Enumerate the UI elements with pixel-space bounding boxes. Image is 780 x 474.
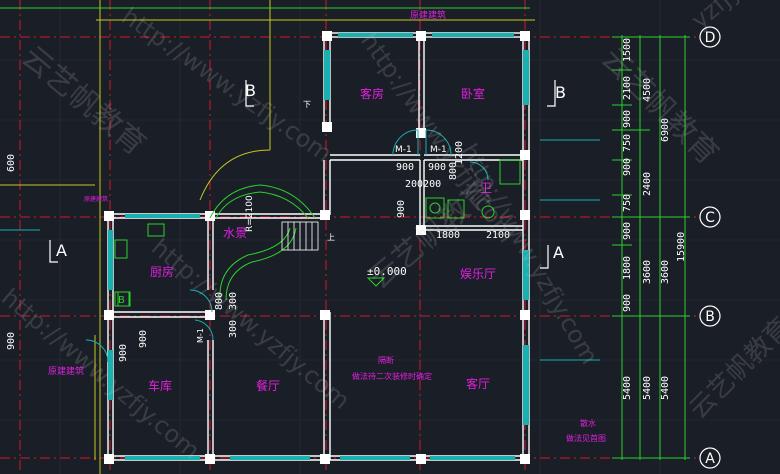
grid-label-group: D C B A: [705, 30, 716, 467]
r-900c: 900: [622, 222, 633, 240]
dim-2100: 2100: [486, 230, 510, 241]
r-900b: 900: [622, 158, 633, 176]
columns: [104, 31, 530, 464]
grid-label-c: C: [705, 210, 715, 226]
section-mark-a-left: A: [56, 241, 67, 260]
watermark-edu-4: 云艺帆教育: [684, 312, 780, 425]
windows: [108, 33, 529, 460]
r-15900: 15900: [676, 232, 687, 262]
grid-label-d: D: [705, 30, 716, 46]
dim-200200: 200200: [405, 179, 441, 190]
section-mark-b-right: B: [555, 83, 566, 102]
watermark-url-1: http://www.yzfjy.com: [117, 2, 337, 168]
room-dining: 餐厅: [256, 378, 280, 393]
radius-text: R=2100: [245, 195, 255, 232]
section-mark-a-right: A: [553, 243, 564, 262]
grid-label-a: A: [705, 451, 715, 467]
dim-800a: 800: [448, 162, 459, 180]
dim-800b: 800: [214, 292, 225, 310]
door-m1a: M-1: [395, 145, 412, 155]
existing-building-lines: [0, 0, 535, 474]
axis-lines: [0, 0, 700, 474]
dim-300a: 300: [228, 292, 239, 310]
room-rec: 娱乐厅: [460, 267, 496, 281]
grid-label-b: B: [705, 309, 715, 325]
room-guest: 客房: [360, 86, 384, 101]
r-6900: 6900: [660, 118, 671, 142]
section-marks: [49, 80, 556, 269]
r-900d: 900: [622, 294, 633, 312]
doors: [85, 129, 489, 363]
r-750b: 750: [622, 194, 633, 212]
door-m1c: M-1: [196, 328, 205, 343]
staircase: [281, 221, 319, 251]
interior-dimensions: 900 900 200200 1200 800 900 1800 2100 80…: [6, 141, 510, 362]
existing-building-top: 原建建筑: [410, 9, 446, 21]
annotation-group: 原建建筑 原建建筑 原建建筑 ±0.000 R=2100 B M-1 M-1 M…: [48, 9, 606, 443]
stair-down-label: 下: [303, 100, 311, 109]
room-labels: 客房 卧室 卫 厨房 水景 娱乐厅 车库 餐厅 客厅: [148, 86, 496, 393]
r-1800: 1800: [622, 256, 633, 280]
partition-title: 隔断: [378, 355, 394, 365]
watermark-edu-1: 云艺帆教育: [15, 39, 152, 162]
dim-1800: 1800: [436, 230, 460, 241]
r-2400: 2400: [642, 172, 653, 196]
r-5400a: 5400: [622, 376, 633, 400]
cut-lines: [0, 139, 600, 361]
partition-note: 做法待二次装修时确定: [352, 371, 432, 381]
room-bedroom: 卧室: [461, 86, 485, 101]
r-900a: 900: [622, 110, 633, 128]
drain-title: 散水: [580, 418, 596, 428]
dim-1200: 1200: [454, 141, 465, 165]
room-garage: 车库: [148, 378, 172, 393]
grid-bubbles: [699, 26, 721, 469]
room-kitchen: 厨房: [150, 264, 174, 279]
dim-300b: 300: [228, 320, 239, 338]
box-b-label: B: [118, 295, 125, 306]
dim-900a: 900: [396, 162, 414, 173]
dim-900b: 900: [428, 162, 446, 173]
section-label-group: A A B B: [56, 81, 566, 262]
watermark-url-4: http://www.yzfjy.com: [0, 283, 205, 465]
water-feature: [209, 184, 316, 301]
existing-building-small: 原建建筑: [84, 195, 108, 203]
r-750: 750: [622, 134, 633, 152]
room-bath: 卫: [480, 181, 492, 195]
room-living: 客厅: [466, 376, 490, 391]
r-5400b: 5400: [642, 376, 653, 400]
drain-note: 做法见首图: [566, 433, 606, 443]
right-dimensions: 1500 2100 900 750 900 750 900 1800 900 5…: [622, 38, 687, 400]
existing-building-left: 原建建筑: [48, 365, 84, 377]
r-3600b: 3600: [660, 260, 671, 284]
dim-900c: 900: [396, 200, 407, 218]
r-2100: 2100: [622, 76, 633, 100]
dim-900g2: 900: [138, 330, 149, 348]
r-4500: 4500: [642, 78, 653, 102]
room-water: 水景: [223, 226, 247, 240]
dimension-lines: [0, 7, 690, 460]
dim-900g1: 900: [118, 344, 129, 362]
door-m1b: M-1: [430, 145, 447, 155]
stair-up-label: 上: [327, 233, 335, 242]
section-mark-b-left: B: [245, 81, 256, 100]
elevation-text: ±0.000: [367, 265, 407, 278]
dim-left-900: 900: [6, 332, 17, 350]
r-3600: 3600: [642, 260, 653, 284]
r-1500: 1500: [622, 38, 633, 62]
r-5400c: 5400: [660, 376, 671, 400]
dim-left-600: 600: [6, 154, 17, 172]
elevation-marker: [366, 277, 386, 287]
